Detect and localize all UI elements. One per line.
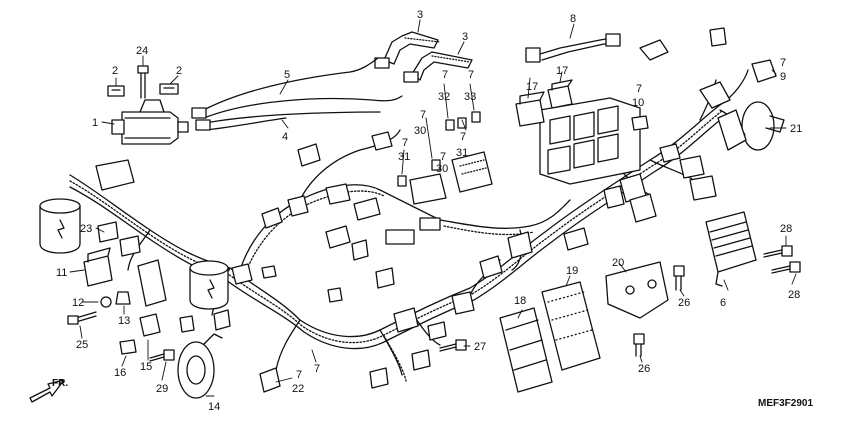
callout-7-33b: 33: [464, 91, 476, 103]
callout-labels: 1 2 2 24 3 3 5 4 8 7 9 7 10 21 17 17 7 3…: [52, 9, 813, 413]
callout-25: 25: [76, 339, 88, 351]
callout-7-30b: 30: [414, 125, 426, 137]
ignition-coil-part: [111, 99, 189, 145]
callout-28b: 28: [788, 289, 800, 301]
callout-2a: 2: [112, 65, 118, 77]
callout-11: 11: [56, 267, 67, 279]
callout-7: 7: [314, 363, 320, 375]
callout-6: 6: [720, 297, 726, 309]
callout-7-33a: 7: [468, 69, 474, 81]
callout-19: 19: [566, 265, 578, 277]
callout-7-9a: 7: [780, 57, 786, 69]
front-direction-arrow: [29, 379, 65, 403]
diode-part-10: [631, 115, 649, 131]
ecu-part-18: [499, 307, 553, 393]
ignition-lead-part: [191, 57, 403, 131]
callout-7-31a: 7: [402, 137, 408, 149]
relay-box-part: [539, 97, 641, 185]
callout-8: 8: [570, 13, 576, 25]
horn-part: [177, 333, 223, 399]
callout-17b: 17: [556, 65, 568, 77]
callout-24: 24: [136, 45, 148, 57]
bolt-part-27: [439, 339, 467, 352]
front-marker: FR.: [52, 378, 68, 389]
callout-26b: 26: [638, 363, 650, 375]
spark-plug-cap-part-b: [403, 51, 473, 83]
callout-18: 18: [514, 295, 526, 307]
callout-2b: 2: [176, 65, 182, 77]
connector-cluster-right: [603, 27, 731, 223]
callout-1: 1: [92, 117, 98, 129]
relay-part-17b: [547, 79, 573, 109]
drawing-code: MEF3F2901: [758, 398, 813, 409]
callout-7-32b: 32: [438, 91, 450, 103]
spark-plug-cap-part-a: [374, 31, 441, 69]
callout-7-22b: 22: [292, 383, 304, 395]
condenser-part-left: [39, 198, 81, 254]
fuse-parts-30-33: [385, 111, 481, 245]
nut-part-12: [100, 296, 112, 308]
callout-16: 16: [114, 367, 126, 379]
bolt-part-28a: [763, 245, 793, 258]
condenser-part-middle: [189, 260, 229, 310]
bolt-part-26a: [673, 265, 685, 291]
callout-23: 23: [80, 223, 92, 235]
bolt-part-29: [149, 349, 175, 362]
callout-4: 4: [282, 131, 288, 143]
cap-part-16: [119, 339, 137, 355]
callout-3a: 3: [417, 9, 423, 21]
leader-lines: [69, 19, 797, 397]
callout-26a: 26: [678, 297, 690, 309]
callout-7-30c: 7: [440, 151, 446, 163]
bolt-part-25: [67, 311, 97, 325]
callout-29: 29: [156, 383, 168, 395]
relay-part-17a: [515, 91, 545, 127]
relay-part-11: [83, 247, 113, 287]
callout-7-10b: 10: [632, 97, 644, 109]
callout-14: 14: [208, 401, 220, 413]
callout-7-30d: 30: [436, 163, 448, 175]
callout-28a: 28: [780, 223, 792, 235]
callout-7-32a: 7: [442, 69, 448, 81]
bracket-part-20: [605, 261, 669, 319]
bolt-part-28b: [771, 261, 801, 274]
callout-20: 20: [612, 257, 624, 269]
lead-wire-part: [525, 33, 621, 63]
callout-7-10a: 7: [636, 83, 642, 95]
clip-part-2a: [107, 85, 125, 97]
callout-21: 21: [790, 123, 802, 135]
callout-12: 12: [72, 297, 84, 309]
callout-7-31d: 31: [456, 147, 468, 159]
band-part-21: [717, 101, 785, 151]
regulator-rectifier-part: [705, 211, 757, 287]
switch-part-15: [139, 313, 161, 337]
callout-7-31b: 31: [398, 151, 410, 163]
callout-3b: 3: [462, 31, 468, 43]
rubber-cap-part-9: [751, 59, 777, 83]
connector-cluster-left: [95, 131, 589, 393]
callout-7-22a: 7: [296, 369, 302, 381]
callout-17a: 17: [526, 81, 538, 93]
grommet-part-13: [115, 291, 131, 305]
callout-15: 15: [140, 361, 152, 373]
callout-5: 5: [284, 69, 290, 81]
clip-part-2b: [159, 83, 179, 95]
callout-7-30a: 7: [420, 109, 426, 121]
ecu-cover-part-19: [541, 281, 601, 371]
bolt-part-26b: [633, 333, 645, 357]
callout-7-31c: 7: [460, 131, 466, 143]
fuse-box-part: [409, 151, 493, 205]
bolt-part-24: [137, 65, 149, 99]
callout-7-9b: 9: [780, 71, 786, 83]
callout-13: 13: [118, 315, 130, 327]
callout-27: 27: [474, 341, 486, 353]
